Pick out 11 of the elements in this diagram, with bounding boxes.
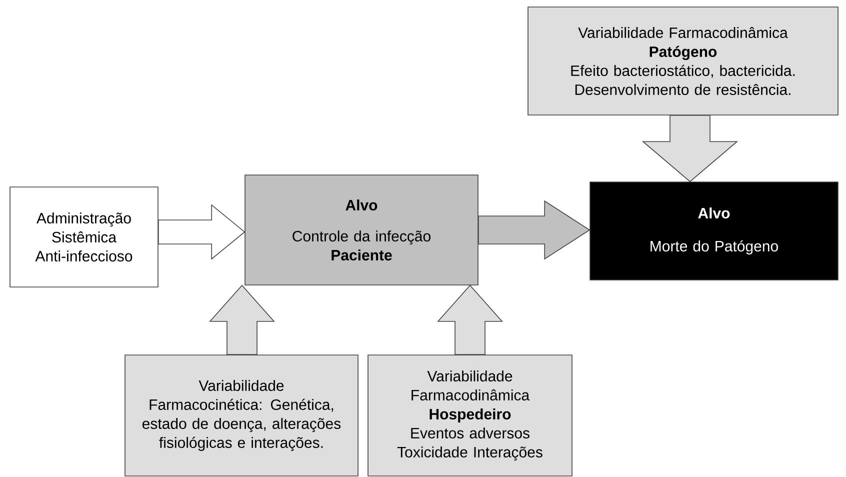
process-box: Variabilidade Farmacodinâmica Hospedeiro Eventos adversos Toxicidade Interações	[368, 354, 572, 476]
process-box: Alvo Controle da infecção Paciente	[244, 174, 478, 286]
block-arrow	[478, 200, 590, 260]
block-arrow	[642, 115, 738, 182]
process-box: Alvo Morte do Patógeno	[590, 182, 838, 280]
block-arrow	[158, 204, 246, 260]
process-box: Variabilidade Farmacocinética: Genética, estado de doença, alterações fisiológicas e interações.	[124, 354, 358, 476]
process-box: Variabilidade Farmacodinâmica Patógeno Efeito bacteriostático, bactericida. Desenvolvimento de resistência.	[528, 6, 838, 116]
process-box: Administração Sistêmica Anti-infeccioso	[10, 186, 158, 288]
block-arrow	[209, 284, 275, 355]
block-arrow	[437, 284, 503, 355]
